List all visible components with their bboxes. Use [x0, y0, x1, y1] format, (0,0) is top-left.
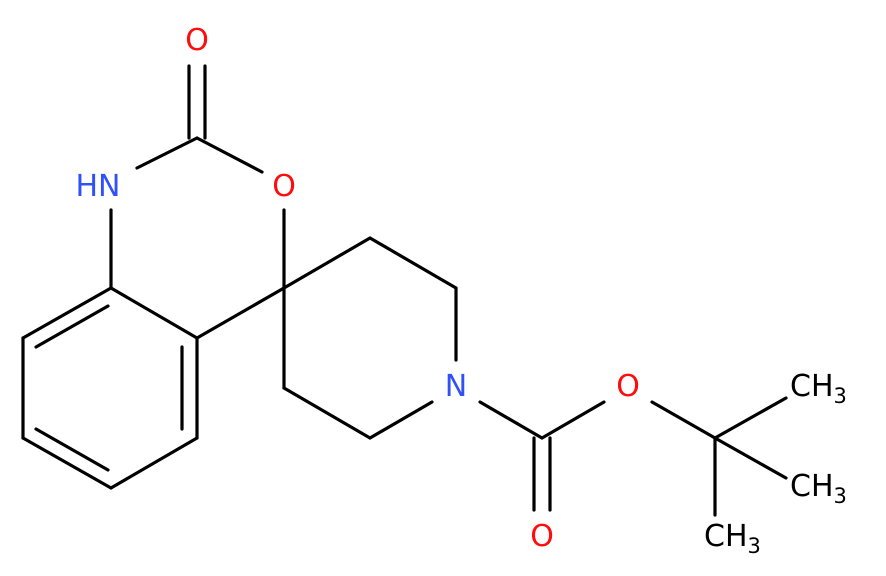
bond [713, 396, 788, 440]
ring-oxygen: O [272, 169, 296, 204]
benzene-ring [21, 286, 199, 490]
bond [282, 236, 372, 290]
methyl-ch: CH [790, 369, 834, 404]
oxazinone-ring [109, 64, 286, 340]
bond [34, 427, 110, 472]
ester-oxygen: O [616, 369, 640, 404]
piperidine-ring [282, 236, 458, 440]
piperidine-nitrogen: N [445, 369, 467, 404]
bond [282, 386, 372, 440]
nh-group: HN [75, 169, 120, 204]
atom-labels: O O HN N O O CH3 CH3 CH3 [75, 23, 846, 558]
bond [478, 400, 544, 440]
bond [650, 400, 717, 440]
bond [713, 436, 788, 480]
bond [368, 400, 434, 440]
carbonyl-oxygen-top: O [185, 23, 209, 58]
bond [21, 286, 113, 340]
bond [368, 236, 458, 290]
methyl-label-1: CH3 [790, 369, 847, 408]
bond [540, 400, 606, 440]
methyl-subscript: 3 [748, 534, 761, 558]
nh-hydrogen: H [75, 169, 98, 204]
bond [21, 436, 113, 490]
bond [109, 286, 199, 340]
methyl-ch: CH [704, 519, 748, 554]
methyl-subscript: 3 [834, 384, 847, 408]
bond [109, 436, 199, 490]
bond [195, 286, 286, 340]
bond [195, 136, 264, 174]
methyl-label-3: CH3 [704, 519, 761, 558]
boc-group [478, 396, 788, 517]
nh-nitrogen: N [98, 169, 120, 204]
methyl-label-2: CH3 [790, 469, 847, 508]
bond [34, 304, 110, 349]
methyl-subscript: 3 [834, 484, 847, 508]
methyl-ch: CH [790, 469, 834, 504]
carbonyl-oxygen-bottom: O [530, 519, 554, 554]
bond [135, 136, 199, 170]
